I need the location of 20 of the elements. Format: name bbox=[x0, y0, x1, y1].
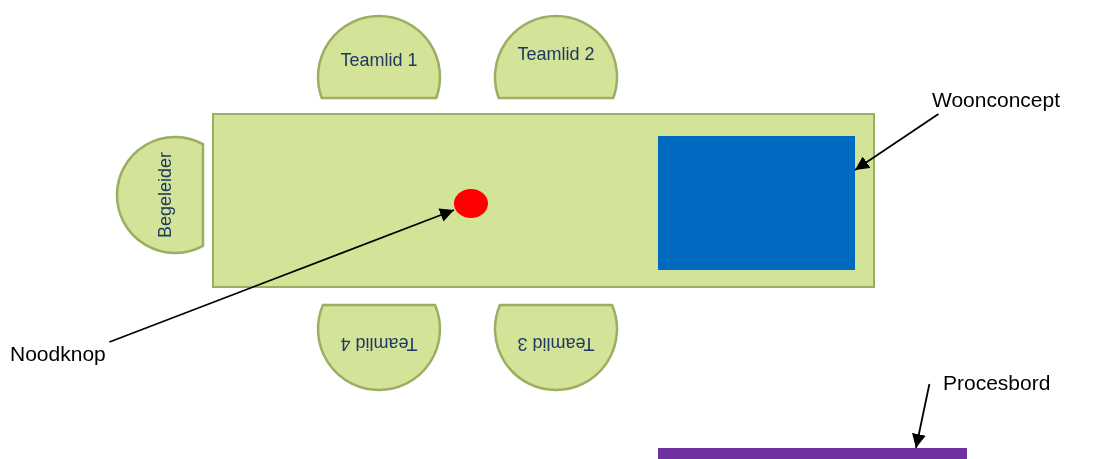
emergency-button bbox=[454, 189, 488, 218]
callout-label: Procesbord bbox=[943, 371, 1051, 395]
callout-label: Woonconcept bbox=[932, 88, 1061, 112]
process-board bbox=[658, 448, 967, 459]
chair bbox=[495, 16, 617, 98]
seat-label: Teamlid 1 bbox=[339, 50, 419, 71]
arrow bbox=[108, 208, 455, 343]
seat-label: Begeleider bbox=[155, 150, 176, 241]
callout-label: Noodknop bbox=[10, 342, 106, 366]
arrow bbox=[912, 383, 931, 449]
arrow bbox=[854, 113, 940, 171]
seat-label: Teamlid 2 bbox=[516, 44, 596, 65]
table bbox=[212, 113, 875, 288]
concept-board bbox=[658, 136, 855, 270]
seat-label: Teamlid 4 bbox=[339, 332, 419, 354]
seat-label: Teamlid 3 bbox=[516, 332, 596, 354]
chair bbox=[318, 16, 440, 98]
chair bbox=[495, 304, 617, 390]
chair bbox=[318, 304, 440, 390]
chair bbox=[117, 137, 203, 253]
